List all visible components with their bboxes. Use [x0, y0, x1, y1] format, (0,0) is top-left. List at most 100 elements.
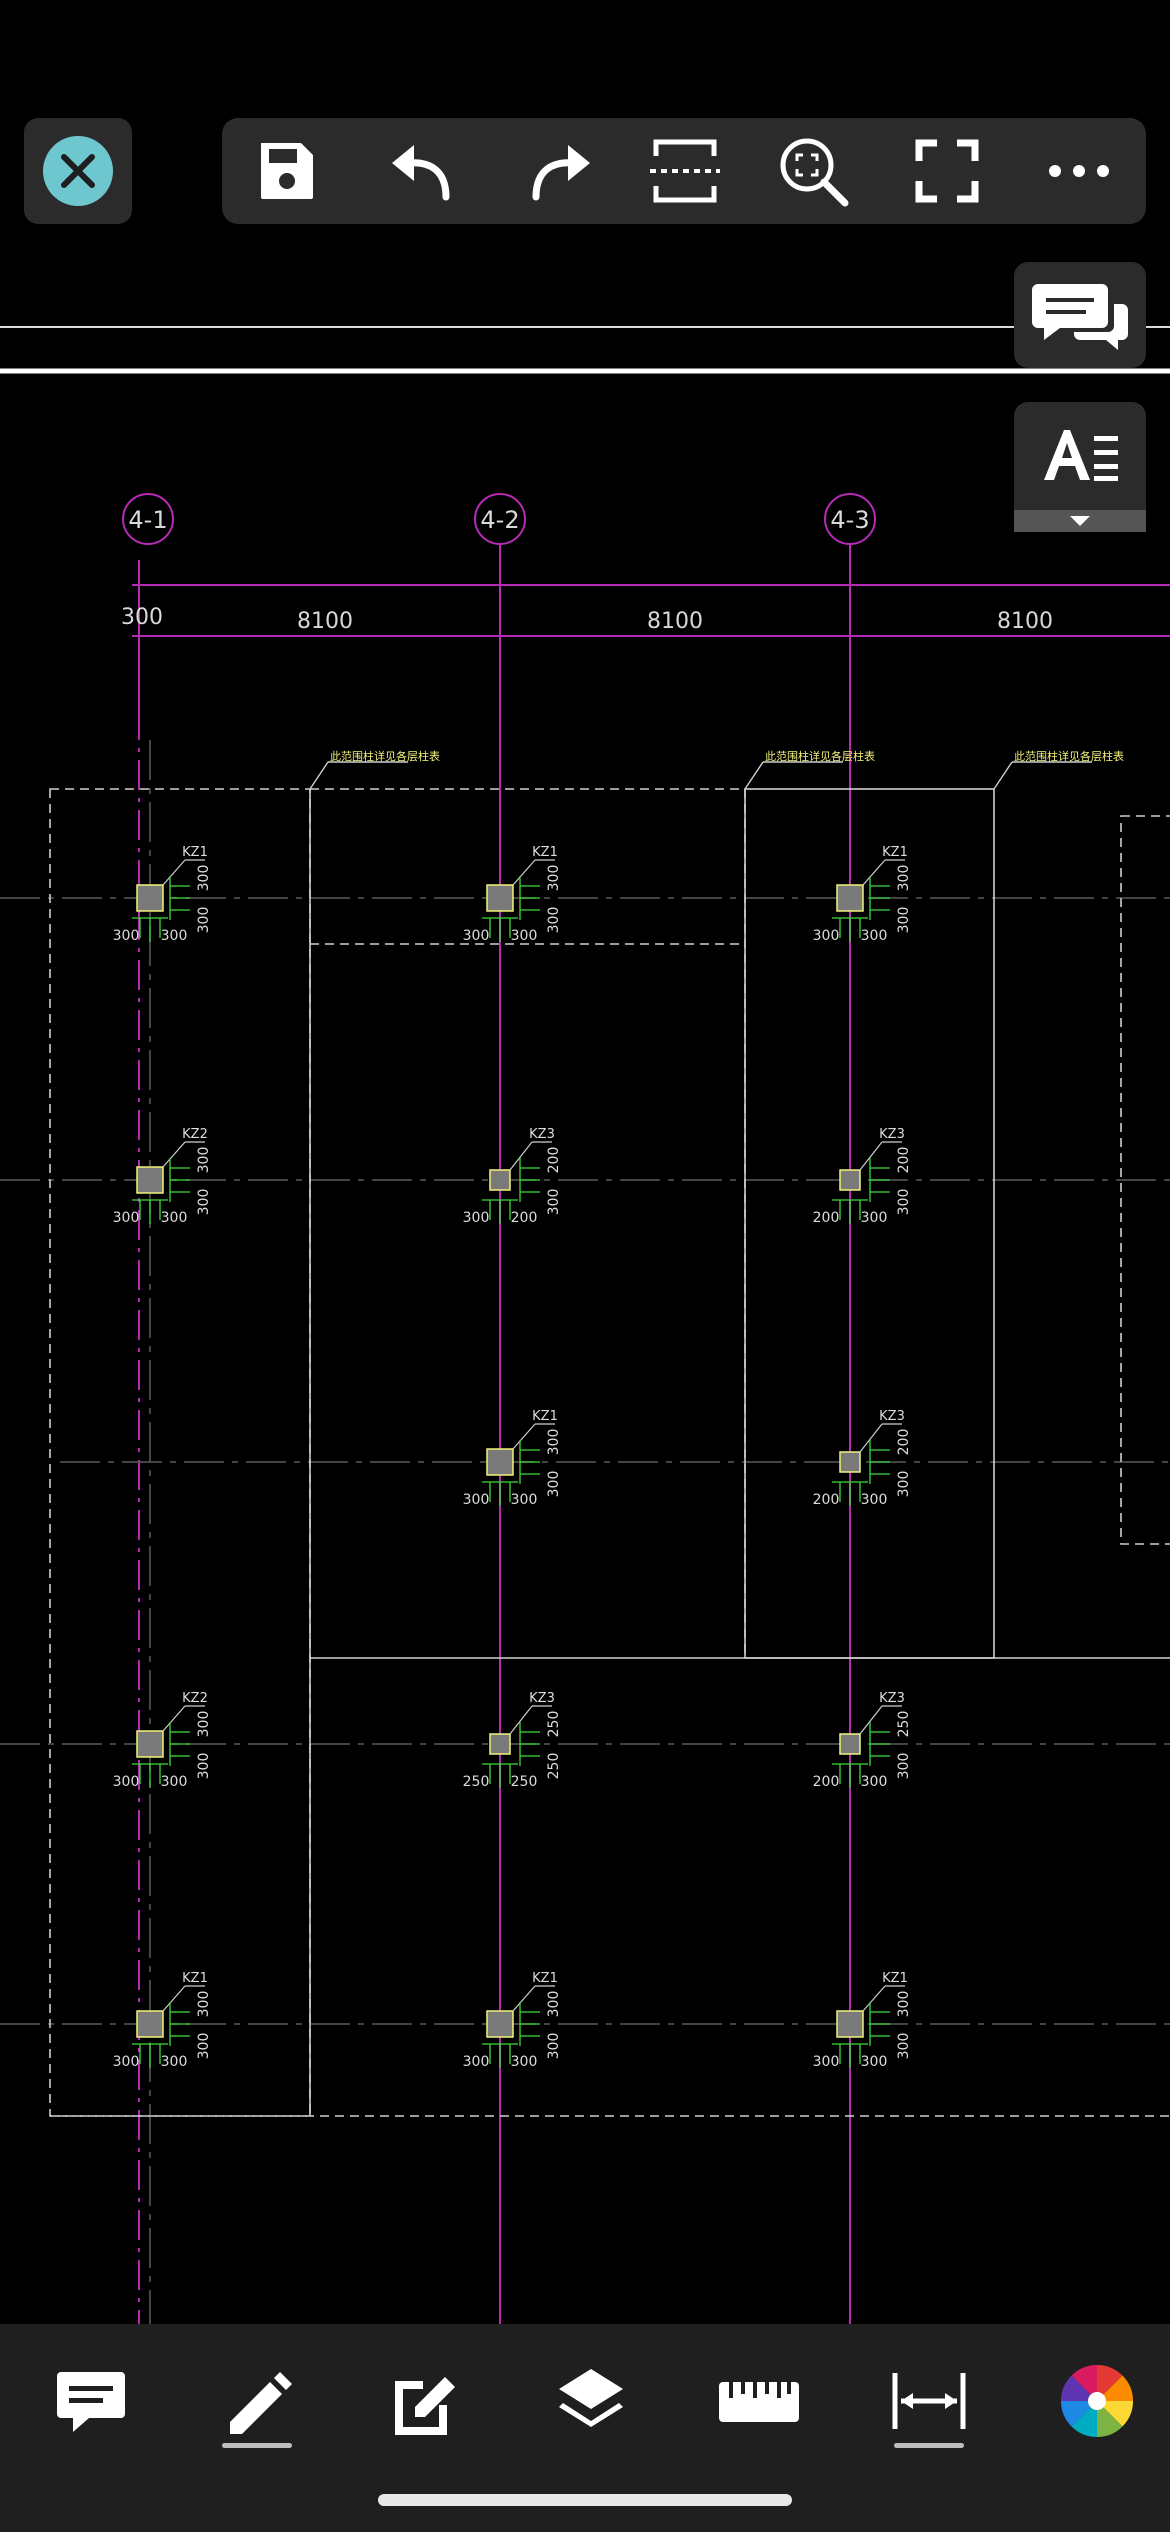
layers-button[interactable]: [536, 2346, 646, 2456]
comment-icon: [57, 2372, 125, 2432]
note-leaders: [309, 761, 1092, 790]
column-dim-text: 300: [546, 2033, 562, 2060]
axis-bubbles: 4-1 4-2 4-3: [122, 493, 876, 545]
more-button[interactable]: [1034, 130, 1124, 212]
color-wheel-segment: [1061, 2401, 1097, 2427]
column-label: KZ2: [182, 1691, 208, 1706]
column-square: [839, 1733, 861, 1755]
column-label: KZ1: [182, 845, 208, 860]
close-button[interactable]: [24, 118, 132, 224]
grid-row-lines: [0, 897, 1170, 2025]
column-dim-text: 300: [196, 1991, 212, 2018]
axis-label: 4-3: [830, 506, 869, 534]
column-dim-text: 200: [896, 1147, 912, 1174]
zoom-extents-icon: [780, 138, 849, 207]
column-dim-text: 300: [546, 907, 562, 934]
axis-label: 4-2: [480, 506, 519, 534]
column-leader: [862, 859, 886, 886]
column-square: [136, 884, 164, 912]
section-button[interactable]: [640, 130, 730, 212]
column-dim-text: 300: [161, 1774, 188, 1790]
region-boundaries: [49, 788, 746, 2117]
annotate-button[interactable]: [36, 2346, 146, 2456]
axis-label: 4-1: [128, 506, 167, 534]
column-label: KZ1: [182, 1971, 208, 1986]
column-label: KZ1: [532, 1409, 558, 1424]
column-label: KZ3: [879, 1691, 905, 1706]
column-leader: [509, 1705, 533, 1735]
layers-icon: [559, 2369, 623, 2427]
column-leader: [162, 1985, 186, 2012]
ruler-icon: [719, 2382, 799, 2422]
dimension-texts: 300 8100 8100 8100: [121, 605, 1053, 634]
column-dim-text: 300: [896, 865, 912, 892]
column-square: [486, 1448, 514, 1476]
dimension-label: 300: [121, 605, 163, 630]
undo-icon: [392, 145, 450, 201]
column-dim-text: 300: [113, 1774, 140, 1790]
zoom-extents-button[interactable]: [768, 130, 858, 212]
column-dim-text: 300: [896, 1189, 912, 1216]
column-dim-text: 300: [546, 1429, 562, 1456]
column-leader: [512, 859, 536, 886]
draw-button[interactable]: [202, 2346, 312, 2456]
edit-button[interactable]: [368, 2346, 478, 2456]
column-dim-text: 300: [196, 1711, 212, 1738]
column-leader: [509, 1141, 533, 1171]
color-button[interactable]: [1042, 2346, 1152, 2456]
color-wheel-segment: [1097, 2365, 1123, 2401]
column-dim-text: 200: [813, 1210, 840, 1226]
column-label: KZ1: [882, 1971, 908, 1986]
column-dim-text: 300: [161, 928, 188, 944]
column-dim-text: 300: [896, 1471, 912, 1498]
column-label: KZ3: [529, 1691, 555, 1706]
edit-icon: [395, 2377, 455, 2435]
column-square: [136, 1730, 164, 1758]
column-dim-text: 300: [861, 1210, 888, 1226]
text-style-button[interactable]: [1014, 402, 1146, 532]
undo-button[interactable]: [378, 130, 468, 212]
save-button[interactable]: [242, 130, 332, 212]
color-wheel-segment: [1097, 2375, 1133, 2401]
column-square: [486, 884, 514, 912]
column-dim-text: 250: [896, 1711, 912, 1738]
column-dim-text: 250: [511, 1774, 538, 1790]
column-leader: [162, 1141, 186, 1168]
text-style-icon: [1014, 430, 1146, 532]
column-dim-text: 300: [861, 1774, 888, 1790]
column-dim-text: 300: [463, 1492, 490, 1508]
comments-button[interactable]: [1014, 262, 1146, 368]
cad-canvas[interactable]: 4-1 4-2 4-3 300 8100 8100 8100: [0, 0, 1170, 2324]
column-leader: [859, 1705, 883, 1735]
column-dim-text: 300: [196, 1147, 212, 1174]
column-dim-text: 300: [896, 1991, 912, 2018]
column-dim-text: 250: [546, 1753, 562, 1780]
color-wheel-segment: [1097, 2401, 1133, 2427]
column-square: [489, 1169, 511, 1191]
dimension-label: 8100: [297, 609, 353, 634]
color-wheel-icon: [1061, 2365, 1133, 2437]
column-dim-text: 200: [546, 1147, 562, 1174]
region-boundaries-solid: [50, 788, 1170, 2117]
column-square: [839, 1169, 861, 1191]
measure-button[interactable]: [704, 2346, 814, 2456]
dimension-button[interactable]: [874, 2346, 984, 2456]
more-icon: [1049, 165, 1109, 177]
column-leader: [162, 859, 186, 886]
column-leader: [862, 1985, 886, 2012]
fullscreen-button[interactable]: [902, 130, 992, 212]
redo-button[interactable]: [514, 130, 604, 212]
top-toolbar: [222, 118, 1146, 224]
column-label: KZ2: [182, 1127, 208, 1142]
notes: 此范围柱详见各层柱表 此范围柱详见各层柱表 此范围柱详见各层柱表: [330, 749, 1124, 763]
column-square: [136, 2010, 164, 2038]
